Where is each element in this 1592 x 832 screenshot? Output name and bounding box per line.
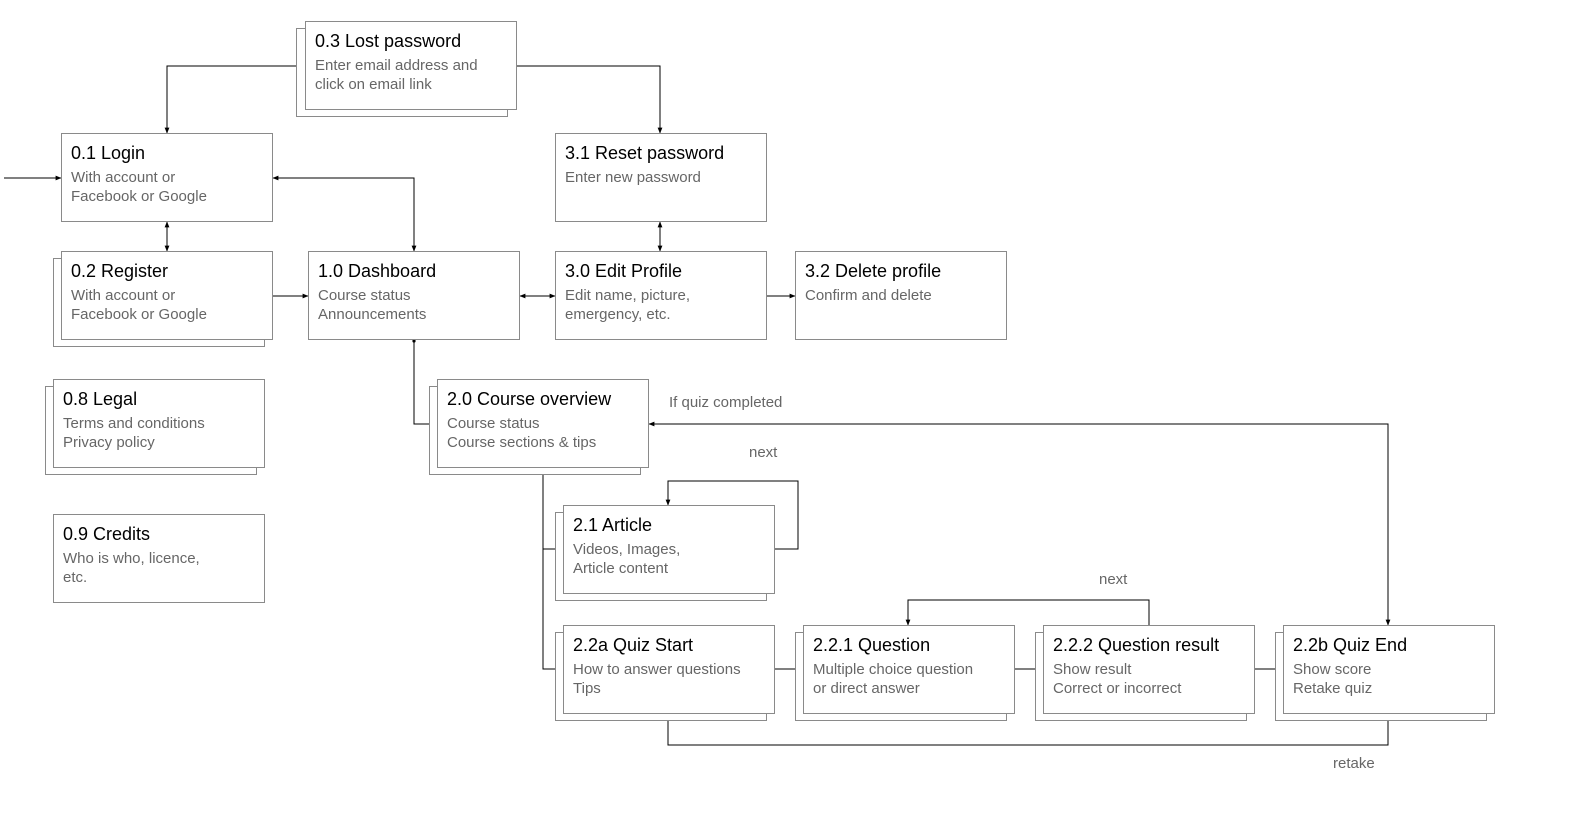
- node-description: Show result Correct or incorrect: [1053, 660, 1181, 698]
- node-description: With account or Facebook or Google: [71, 286, 207, 324]
- node-title: 3.1 Reset password: [565, 143, 725, 163]
- node-desc-line: Facebook or Google: [71, 188, 207, 205]
- node-desc-line: Terms and conditions: [63, 415, 205, 432]
- edge-quiz-end-retake: [665, 713, 1389, 746]
- node-title: 0.9 Credits: [63, 524, 151, 544]
- node-description: Enter new password: [565, 168, 701, 187]
- node-article[interactable]: 2.1 Article Videos, Images, Article cont…: [563, 505, 775, 594]
- node-title: 0.1 Login: [71, 143, 146, 163]
- edge-label-retake: retake: [1333, 755, 1375, 772]
- node-desc-line: How to answer questions: [573, 661, 741, 678]
- edge-label-if-quiz-completed: If quiz completed: [669, 394, 783, 411]
- node-register[interactable]: 0.2 Register With account or Facebook or…: [61, 251, 273, 340]
- node-desc-line: Who is who, licence,: [63, 550, 200, 567]
- edge-result-next-loop: [905, 599, 1150, 626]
- node-title: 2.2a Quiz Start: [573, 635, 694, 655]
- node-desc-line: Confirm and delete: [805, 287, 932, 304]
- node-description: Confirm and delete: [805, 286, 932, 305]
- node-title: 2.2.2 Question result: [1053, 635, 1220, 655]
- node-desc-line: etc.: [63, 569, 88, 586]
- node-desc-line: Videos, Images,: [573, 541, 681, 558]
- edge-label-next-article: next: [749, 444, 778, 461]
- node-desc-line: Tips: [573, 680, 601, 697]
- node-desc-line: emergency, etc.: [565, 306, 671, 323]
- node-desc-line: With account or: [71, 287, 176, 304]
- node-desc-line: With account or: [71, 169, 176, 186]
- node-description: Videos, Images, Article content: [573, 540, 680, 578]
- node-title: 2.0 Course overview: [447, 389, 612, 409]
- node-title: 0.3 Lost password: [315, 31, 462, 51]
- node-title: 2.2b Quiz End: [1293, 635, 1408, 655]
- node-desc-line: Course status: [447, 415, 540, 432]
- node-title: 3.2 Delete profile: [805, 261, 942, 281]
- node-description: How to answer questions Tips: [573, 660, 741, 698]
- node-desc-line: Correct or incorrect: [1053, 680, 1182, 697]
- edge-dashboard-login: [272, 175, 417, 252]
- node-desc-line: Privacy policy: [63, 434, 155, 451]
- node-title: 1.0 Dashboard: [318, 261, 437, 281]
- node-desc-line: Announcements: [318, 306, 427, 323]
- node-quiz-end[interactable]: 2.2b Quiz End Show score Retake quiz: [1283, 625, 1495, 714]
- node-question[interactable]: 2.2.1 Question Multiple choice question …: [803, 625, 1015, 714]
- node-desc-line: or direct answer: [813, 680, 920, 697]
- node-desc-line: Article content: [573, 560, 669, 577]
- node-description: Course status Course sections & tips: [447, 414, 596, 452]
- node-title: 2.1 Article: [573, 515, 653, 535]
- edge-login-lost-password: [164, 63, 306, 134]
- node-description: Multiple choice question or direct answe…: [813, 660, 973, 698]
- node-desc-line: Multiple choice question: [813, 661, 974, 678]
- node-desc-line: click on email link: [315, 76, 432, 93]
- node-desc-line: Edit name, picture,: [565, 287, 691, 304]
- node-title: 0.8 Legal: [63, 389, 138, 409]
- node-desc-line: Facebook or Google: [71, 306, 207, 323]
- node-reset-password[interactable]: 3.1 Reset password Enter new password: [555, 133, 767, 222]
- node-desc-line: Course sections & tips: [447, 434, 597, 451]
- node-lost-password[interactable]: 0.3 Lost password Enter email address an…: [305, 21, 517, 110]
- node-desc-line: Retake quiz: [1293, 680, 1373, 697]
- node-question-result[interactable]: 2.2.2 Question result Show result Correc…: [1043, 625, 1255, 714]
- node-desc-line: Show score: [1293, 661, 1372, 678]
- edge-label-next-question: next: [1099, 571, 1128, 588]
- node-description: With account or Facebook or Google: [71, 168, 207, 206]
- edge-quiz-end-to-overview: [648, 421, 1391, 626]
- node-delete-profile[interactable]: 3.2 Delete profile Confirm and delete: [795, 251, 1007, 340]
- node-desc-line: Enter email address and: [315, 57, 478, 74]
- node-credits[interactable]: 0.9 Credits Who is who, licence, etc.: [53, 514, 265, 603]
- node-login[interactable]: 0.1 Login With account or Facebook or Go…: [61, 133, 273, 222]
- edge-lost-to-reset: [517, 65, 663, 134]
- node-course-overview[interactable]: 2.0 Course overview Course status Course…: [437, 379, 649, 468]
- node-description: Terms and conditions Privacy policy: [63, 414, 205, 452]
- node-quiz-start[interactable]: 2.2a Quiz Start How to answer questions …: [563, 625, 775, 714]
- node-dashboard[interactable]: 1.0 Dashboard Course status Announcement…: [308, 251, 520, 340]
- node-description: Show score Retake quiz: [1293, 660, 1372, 698]
- node-title: 2.2.1 Question: [813, 635, 931, 655]
- node-desc-line: Course status: [318, 287, 411, 304]
- node-edit-profile[interactable]: 3.0 Edit Profile Edit name, picture, eme…: [555, 251, 767, 340]
- node-legal[interactable]: 0.8 Legal Terms and conditions Privacy p…: [53, 379, 265, 468]
- node-description: Who is who, licence, etc.: [63, 549, 200, 587]
- node-title: 0.2 Register: [71, 261, 169, 281]
- node-desc-line: Enter new password: [565, 169, 701, 186]
- node-title: 3.0 Edit Profile: [565, 261, 683, 281]
- node-description: Edit name, picture, emergency, etc.: [565, 286, 690, 324]
- node-description: Enter email address and click on email l…: [315, 56, 478, 94]
- node-desc-line: Show result: [1053, 661, 1132, 678]
- node-description: Course status Announcements: [318, 286, 426, 324]
